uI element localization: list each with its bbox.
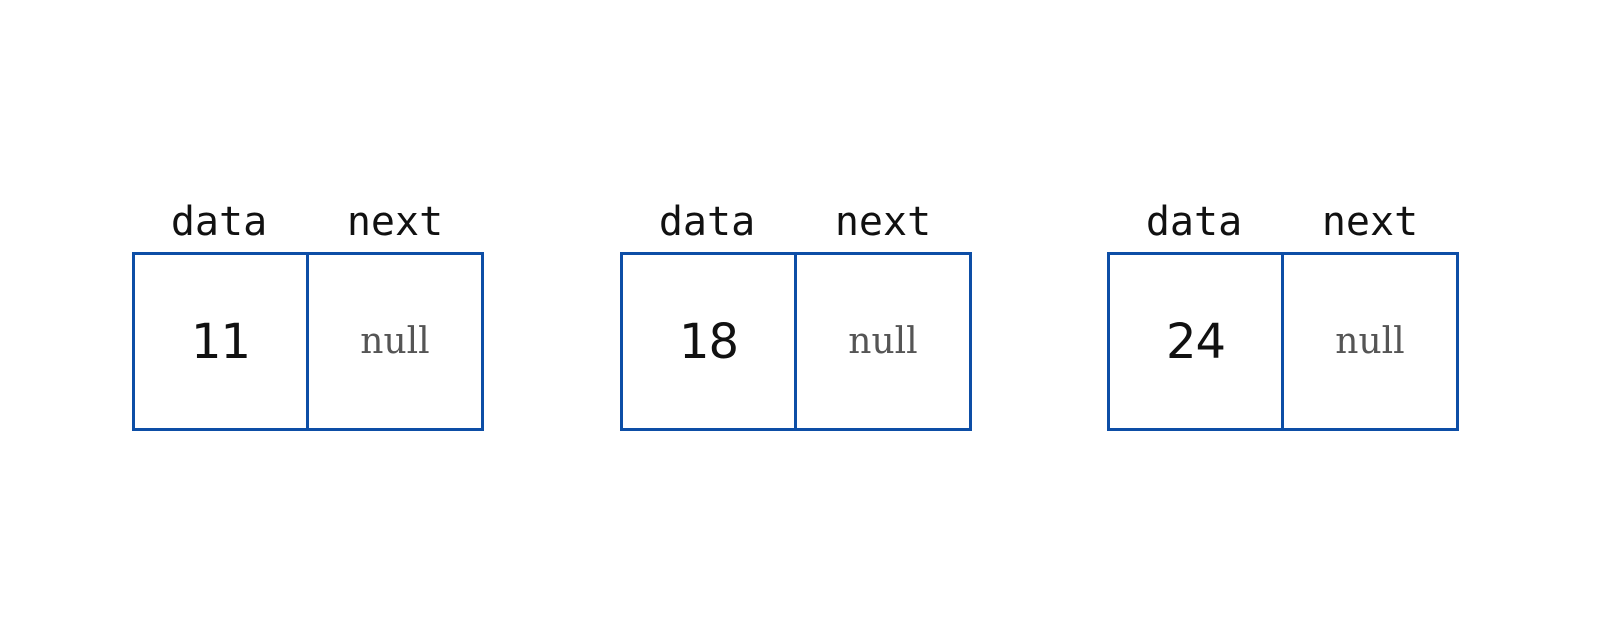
- data-cell: 11: [135, 255, 309, 428]
- next-pointer-value: null: [360, 321, 430, 362]
- data-cell: 18: [623, 255, 797, 428]
- data-value: 24: [1165, 313, 1226, 370]
- list-node-1: data next 11 null: [132, 200, 484, 432]
- next-cell: null: [797, 255, 969, 428]
- next-field-label: next: [1321, 199, 1419, 245]
- next-cell: null: [1284, 255, 1456, 428]
- data-value: 11: [190, 313, 251, 370]
- node-box: 18 null: [620, 252, 972, 431]
- data-field-label: data: [170, 199, 268, 245]
- next-cell: null: [309, 255, 481, 428]
- next-field-label: next: [346, 199, 444, 245]
- data-field-label: data: [658, 199, 756, 245]
- next-field-label: next: [834, 199, 932, 245]
- next-pointer-value: null: [1335, 321, 1405, 362]
- data-field-label: data: [1145, 199, 1243, 245]
- next-pointer-value: null: [848, 321, 918, 362]
- data-value: 18: [678, 313, 739, 370]
- node-box: 11 null: [132, 252, 484, 431]
- list-node-3: data next 24 null: [1107, 200, 1459, 432]
- list-node-2: data next 18 null: [620, 200, 972, 432]
- node-box: 24 null: [1107, 252, 1459, 431]
- data-cell: 24: [1110, 255, 1284, 428]
